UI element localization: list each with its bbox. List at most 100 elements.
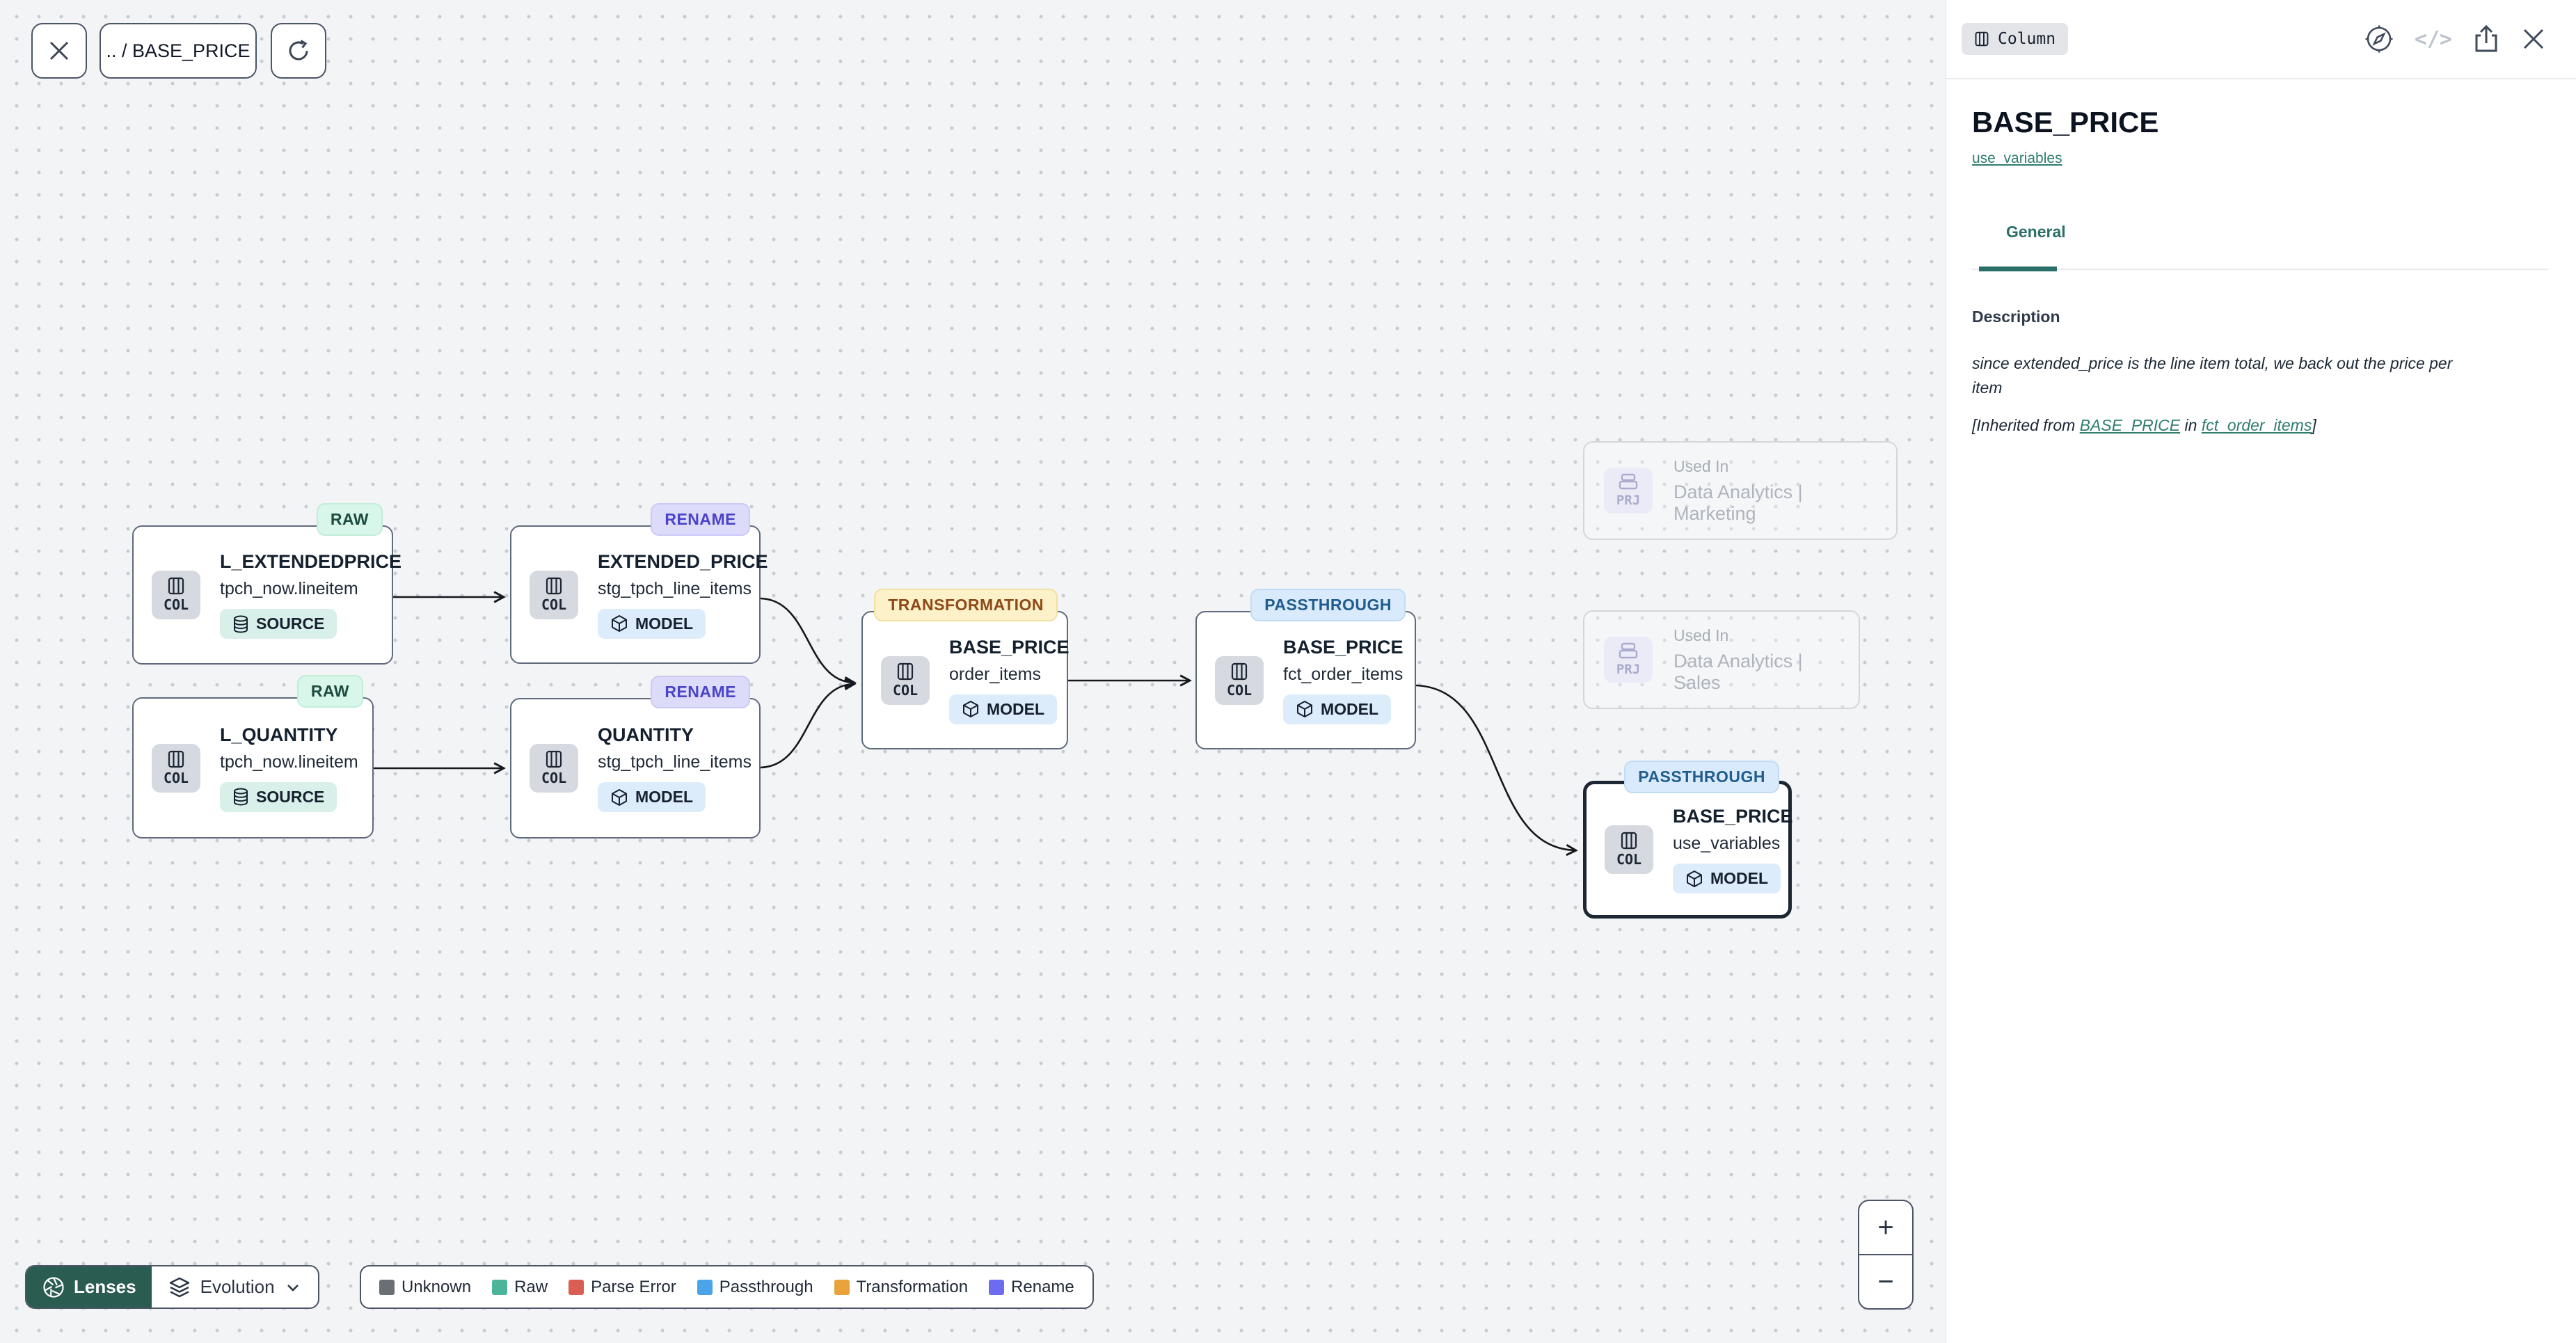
legend-label: Transformation <box>856 1277 969 1296</box>
columns-icon <box>897 662 914 680</box>
legend-label: Parse Error <box>591 1277 676 1296</box>
columns-icon <box>168 577 184 595</box>
resource-chip-label: MODEL <box>1710 869 1769 887</box>
view-code-button[interactable]: </> <box>2414 26 2452 51</box>
lenses-control: Lenses Evolution <box>25 1265 319 1309</box>
node-title: BASE_PRICE <box>1283 636 1404 658</box>
lineage-node-base-price-fct-order-items[interactable]: PASSTHROUGH COL BASE_PRICE fct_order_ite… <box>1195 589 1416 749</box>
model-link[interactable]: use_variables <box>1972 150 2062 166</box>
legend-item-transformation: Transformation <box>834 1277 969 1297</box>
node-kind-label: COL <box>892 681 919 699</box>
node-subtitle: use_variables <box>1673 834 1781 853</box>
inherited-column-link[interactable]: BASE_PRICE <box>2079 416 2181 434</box>
resource-chip: MODEL <box>1283 694 1392 724</box>
columns-icon <box>168 750 184 768</box>
columns-icon <box>546 750 562 768</box>
column-type-box: COL <box>1605 825 1653 874</box>
lenses-button[interactable]: Lenses <box>26 1266 152 1308</box>
ghost-node-marketing[interactable]: PRJ Used In Data Analytics | Marketing <box>1583 441 1898 540</box>
zoom-out-button[interactable]: − <box>1877 1266 1894 1297</box>
legend-label: Unknown <box>401 1277 472 1296</box>
entity-type-badge: Column <box>1962 23 2069 55</box>
panel-tabs: General <box>1972 218 2548 271</box>
breadcrumb[interactable]: .. / BASE_PRICE <box>100 23 257 79</box>
node-subtitle: tpch_now.lineitem <box>220 579 358 598</box>
columns-icon <box>1231 662 1248 680</box>
legend-label: Raw <box>514 1277 548 1296</box>
lineage-node-quantity[interactable]: RENAME COL QUANTITY stg_tpch_line_items <box>510 676 761 839</box>
legend-item-parse-error: Parse Error <box>569 1278 676 1297</box>
ghost-node-sales[interactable]: PRJ Used In Data Analytics | Sales <box>1583 610 1860 709</box>
evolution-badge: RAW <box>316 503 383 536</box>
cube-icon <box>1687 870 1702 887</box>
legend-label: Rename <box>1011 1277 1074 1296</box>
inherited-suffix: ] <box>2312 416 2316 434</box>
compass-icon <box>2365 25 2393 53</box>
zoom-in-button[interactable]: + <box>1859 1201 1912 1255</box>
lineage-node-l-quantity[interactable]: RAW COL L_QUANTITY tpch_now.lineitem <box>132 675 374 839</box>
evolution-badge: RAW <box>296 675 363 708</box>
project-stack-icon <box>1619 642 1638 659</box>
details-panel: Column </> <box>1946 0 2576 1343</box>
project-type-box: PRJ <box>1604 468 1653 514</box>
lens-mode-dropdown[interactable]: Evolution <box>152 1266 318 1308</box>
close-icon <box>49 41 69 61</box>
cube-icon <box>963 701 978 717</box>
lineage-node-base-price-order-items[interactable]: TRANSFORMATION COL BASE_PRICE order_item… <box>861 589 1070 749</box>
share-button[interactable] <box>2472 24 2501 54</box>
ghost-kind-label: PRJ <box>1616 662 1641 677</box>
node-subtitle: order_items <box>949 664 1041 684</box>
column-type-box: COL <box>1215 655 1264 705</box>
legend-swatch <box>492 1279 508 1295</box>
lenses-button-label: Lenses <box>74 1276 136 1297</box>
share-icon <box>2475 24 2497 52</box>
active-tab-indicator <box>1979 267 2057 271</box>
entity-type-label: Column <box>1998 30 2056 48</box>
node-subtitle: stg_tpch_line_items <box>598 578 752 598</box>
column-type-box: COL <box>152 743 200 793</box>
used-in-label: Used In <box>1673 626 1729 644</box>
aperture-icon <box>43 1276 64 1298</box>
node-kind-label: COL <box>1616 851 1642 868</box>
evolution-badge: PASSTHROUGH <box>1624 761 1779 793</box>
legend-swatch <box>697 1279 713 1295</box>
node-title: L_EXTENDEDPRICE <box>220 551 402 572</box>
legend-swatch <box>569 1279 585 1295</box>
inherited-model-link[interactable]: fct_order_items <box>2201 416 2312 434</box>
cube-icon <box>1297 701 1312 717</box>
legend-swatch <box>989 1279 1005 1295</box>
tab-general[interactable]: General <box>2006 223 2066 241</box>
node-kind-label: COL <box>163 596 189 613</box>
resource-chip: MODEL <box>1673 864 1781 893</box>
evolution-badge: RENAME <box>651 676 750 708</box>
columns-icon <box>546 577 562 594</box>
description-inherited: [Inherited from BASE_PRICE in fct_order_… <box>1972 416 2548 435</box>
breadcrumb-label: .. / BASE_PRICE <box>106 40 251 61</box>
lineage-node-extended-price[interactable]: RENAME COL EXTENDED_PRICE stg_tpch_line_… <box>510 503 768 664</box>
close-lineage-button[interactable] <box>31 23 87 79</box>
node-title: EXTENDED_PRICE <box>598 550 768 572</box>
node-subtitle: fct_order_items <box>1283 664 1404 684</box>
lineage-node-l-extendedprice[interactable]: RAW COL L_EXTENDEDPRICE tpch_now.lineite… <box>132 503 401 665</box>
project-type-box: PRJ <box>1604 637 1653 683</box>
project-stack-icon <box>1619 473 1638 490</box>
explore-button[interactable] <box>2363 23 2395 55</box>
refresh-button[interactable] <box>271 23 326 79</box>
node-subtitle: stg_tpch_line_items <box>598 752 752 772</box>
database-icon <box>234 615 248 633</box>
column-type-box: COL <box>152 571 200 619</box>
evolution-legend: Unknown Raw Parse Error Passthrough Tran… <box>360 1265 1094 1309</box>
zoom-controls: + − <box>1858 1200 1914 1310</box>
resource-chip-label: MODEL <box>635 614 694 633</box>
resource-chip: SOURCE <box>220 781 337 812</box>
node-title: BASE_PRICE <box>1673 806 1793 827</box>
used-in-label: Used In <box>1673 456 1729 475</box>
lineage-node-base-price-use-variables[interactable]: PASSTHROUGH COL BASE_PRICE use_variables <box>1583 761 1793 919</box>
legend-item-passthrough: Passthrough <box>697 1278 813 1297</box>
panel-body: BASE_PRICE use_variables General Descrip… <box>1946 106 2576 435</box>
refresh-icon <box>289 40 308 61</box>
used-in-name: Data Analytics | Marketing <box>1673 481 1803 524</box>
lineage-canvas[interactable]: .. / BASE_PRICE PRJ Used In Dat <box>0 0 1946 1343</box>
close-panel-button[interactable] <box>2520 26 2547 52</box>
